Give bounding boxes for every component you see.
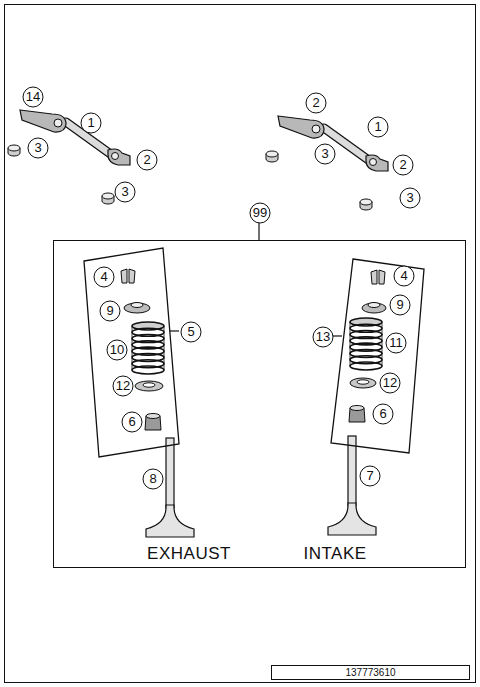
rocker-arms-exhaust bbox=[8, 110, 130, 204]
callout-number: 3 bbox=[28, 138, 49, 159]
callout-number: 2 bbox=[137, 150, 158, 171]
callout-number: 11 bbox=[386, 333, 407, 354]
part-number-box: 137773610 bbox=[271, 665, 470, 680]
valve-label: INTAKE bbox=[303, 544, 366, 564]
callout-number: 4 bbox=[394, 266, 415, 287]
valve-label: EXHAUST bbox=[147, 544, 231, 564]
callout-number: 13 bbox=[313, 327, 334, 348]
callout-number: 2 bbox=[393, 155, 414, 176]
callout-number: 9 bbox=[100, 301, 121, 322]
callout-number: 3 bbox=[400, 188, 421, 209]
callout-number: 6 bbox=[122, 412, 143, 433]
band-outline bbox=[331, 259, 424, 453]
callout-number: 6 bbox=[373, 404, 394, 425]
callout-number: 5 bbox=[181, 322, 202, 343]
callout-number: 12 bbox=[113, 376, 134, 397]
callout-number: 12 bbox=[380, 373, 401, 394]
callout-number: 7 bbox=[360, 466, 381, 487]
callout-number: 99 bbox=[250, 203, 271, 224]
leader-line bbox=[170, 330, 179, 331]
spring-seat bbox=[135, 378, 376, 391]
intake-spring-kit-band: 13 bbox=[331, 259, 424, 453]
callout-number: 14 bbox=[23, 87, 44, 108]
callout-number: 3 bbox=[315, 144, 336, 165]
callout-number: 1 bbox=[368, 117, 389, 138]
callout-number: 10 bbox=[107, 340, 128, 361]
callout-number: 9 bbox=[390, 295, 411, 316]
callout-number: 4 bbox=[94, 267, 115, 288]
kit-frame: 9 9 5 13 bbox=[53, 240, 466, 568]
leader-line bbox=[333, 335, 342, 336]
part-number: 137773610 bbox=[345, 667, 395, 679]
callout-number: 3 bbox=[115, 182, 136, 203]
valve-keepers bbox=[121, 269, 385, 284]
callout-number: 8 bbox=[143, 469, 164, 490]
leader-line bbox=[258, 223, 259, 240]
rocker-arms-intake bbox=[266, 116, 388, 210]
page-frame bbox=[5, 5, 476, 683]
callout-number: 2 bbox=[306, 93, 327, 114]
callout-number: 1 bbox=[81, 113, 102, 134]
